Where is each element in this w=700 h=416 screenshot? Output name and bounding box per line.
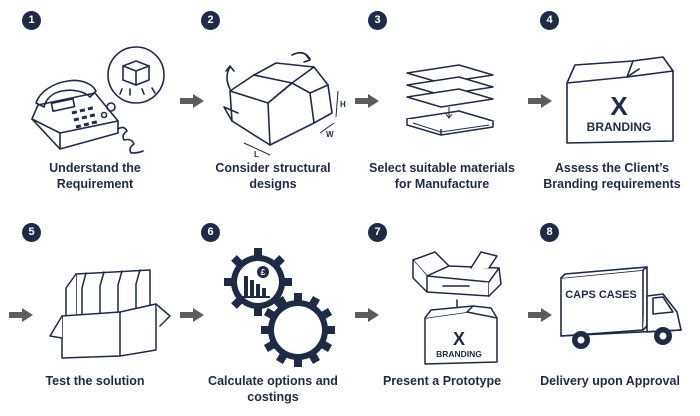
arrow-right-icon xyxy=(528,308,552,322)
step-number-badge: 5 xyxy=(22,223,41,242)
step-number-badge: 2 xyxy=(201,11,220,30)
step-label: Assess the Client’s Branding requirement… xyxy=(543,161,681,191)
step-label: Select suitable materials for Manufactur… xyxy=(369,161,515,191)
telephone-icon xyxy=(31,46,165,154)
prototype-box-icon: X BRANDING xyxy=(412,251,502,365)
delivery-truck-icon: CAPS CASES xyxy=(560,266,682,349)
material-layers-icon xyxy=(406,64,494,136)
branded-box-icon: X BRANDING xyxy=(566,56,674,144)
arrow-right-icon xyxy=(9,308,33,322)
step-number-badge: 7 xyxy=(368,223,387,242)
truck-text: CAPS CASES xyxy=(565,289,637,301)
brand-mark: X xyxy=(453,329,465,349)
step-number-badge: 1 xyxy=(22,11,41,30)
step-label: Calculate options and costings xyxy=(208,374,338,404)
step-8: 8 CAPS CASES Delivery xyxy=(535,220,700,415)
step-label: Test the solution xyxy=(45,374,145,388)
step-label: Present a Prototype xyxy=(382,374,502,388)
brand-mark: X xyxy=(610,91,628,121)
step-2: 2 L W H xyxy=(188,8,358,203)
step-label: Delivery upon Approval xyxy=(540,374,680,388)
arrow-right-icon xyxy=(180,308,204,322)
step-3: 3 Select suitable materials for Manufact… xyxy=(363,8,533,203)
step-5: 5 Test the solution xyxy=(10,220,180,415)
step-7: 7 X BRANDING Present a Pr xyxy=(363,220,533,415)
step-4: 4 X BRANDING Assess the Client’s Brandin… xyxy=(535,8,700,203)
gears-icon: £ xyxy=(224,248,335,367)
height-label: H xyxy=(340,100,346,109)
step-1: 1 xyxy=(10,8,180,203)
step-label: Consider structural designs xyxy=(215,161,331,191)
divider-box-icon xyxy=(49,269,171,359)
arrow-right-icon xyxy=(355,94,379,108)
step-label: Understand the Requirement xyxy=(49,161,141,191)
step-number-badge: 4 xyxy=(540,11,559,30)
step-number-badge: 8 xyxy=(540,223,559,242)
arrow-right-icon xyxy=(355,308,379,322)
brand-word: BRANDING xyxy=(587,120,652,134)
arrow-right-icon xyxy=(528,94,552,108)
step-number-badge: 6 xyxy=(201,223,220,242)
length-label: L xyxy=(254,150,259,158)
svg-text:£: £ xyxy=(261,268,266,277)
box-dieline-icon: L W H xyxy=(223,51,346,158)
arrow-right-icon xyxy=(180,94,204,108)
step-6: 6 xyxy=(188,220,358,415)
brand-word: BRANDING xyxy=(436,349,482,359)
step-number-badge: 3 xyxy=(368,11,387,30)
width-label: W xyxy=(326,130,334,139)
